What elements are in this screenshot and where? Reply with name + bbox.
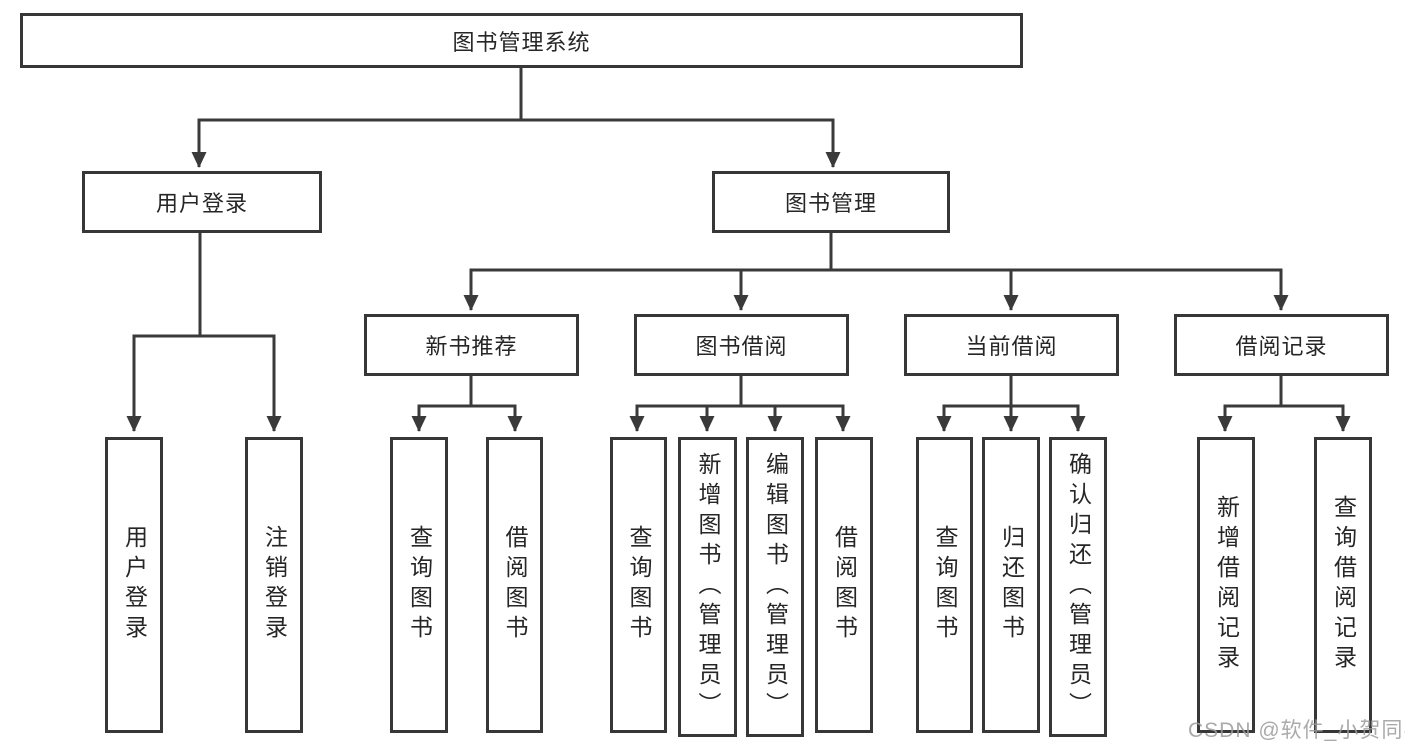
node-borrow-books: 借阅图书 [815,437,873,733]
node-query-books-borrow: 查询图书 [610,437,667,733]
node-book-management: 图书管理 [712,171,950,233]
node-borrowing-records: 借阅记录 [1174,314,1389,376]
csdn-watermark: CSDN @软件_小贺同学 [1188,719,1405,742]
node-book-borrowing: 图书借阅 [634,314,849,376]
node-new-book-recommendation: 新书推荐 [364,314,579,376]
node-query-borrow-record: 查询借阅记录 [1314,437,1372,733]
node-user-login: 用户登录 [105,437,163,733]
node-add-books-admin: 新增图书（管理员） [678,437,737,737]
node-confirm-return-admin: 确认归还（管理员） [1049,437,1107,737]
node-library-management-system: 图书管理系统 [20,13,1023,68]
node-query-books-current: 查询图书 [916,437,973,733]
node-return-books: 归还图书 [982,437,1040,733]
node-user-login-branch: 用户登录 [82,171,322,233]
node-logout: 注销登录 [245,437,303,733]
node-edit-books-admin: 编辑图书（管理员） [746,437,804,737]
node-borrow-books-rec: 借阅图书 [486,437,543,733]
node-current-borrowing: 当前借阅 [904,314,1119,376]
node-query-books-rec: 查询图书 [390,437,448,733]
node-add-borrow-record: 新增借阅记录 [1197,437,1255,733]
